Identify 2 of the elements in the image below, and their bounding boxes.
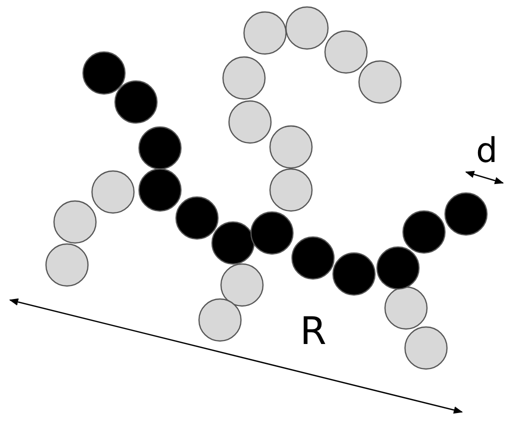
dimension-label: d bbox=[476, 134, 498, 168]
dimension-label: R bbox=[300, 312, 326, 350]
